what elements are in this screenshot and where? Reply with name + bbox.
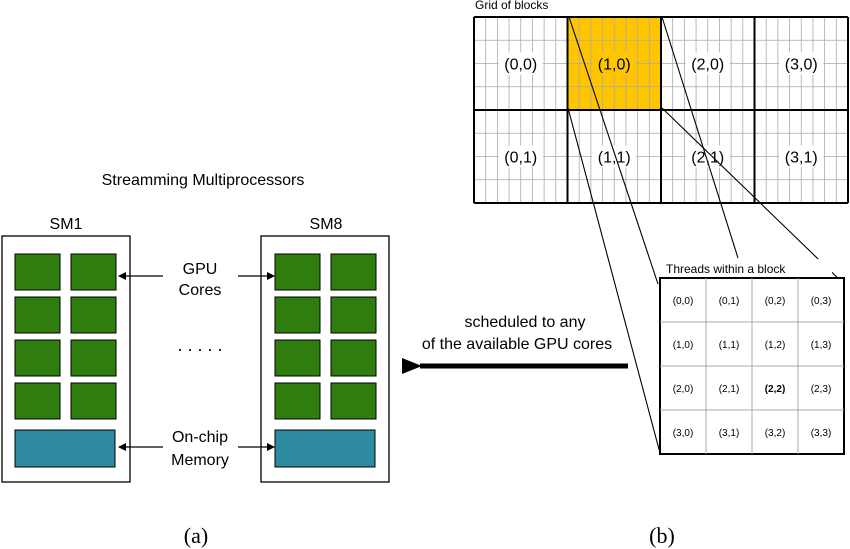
threads-grid: (0,0) (0,1) (0,2) (0,3) (1,0) (1,1) (1,2) (1,3)… <box>659 277 845 455</box>
caption-b: (b) <box>649 523 675 548</box>
sm1-box <box>1 235 131 483</box>
arrow-label-line1: scheduled to any <box>465 314 586 331</box>
zoom-line-1 <box>567 107 661 454</box>
on-chip-memory-block <box>14 429 116 468</box>
block-label-bg <box>685 52 730 75</box>
block-label-bg <box>498 52 543 75</box>
gpu-core <box>274 339 321 377</box>
gpu-core <box>330 382 377 420</box>
caption-a: (a) <box>184 523 208 548</box>
blocks-grid: (0,0) (1,0) (2,0) (3,0) (0,1) (1,1) (2,1) (3,1) <box>473 16 849 204</box>
sm8-label: SM8 <box>310 216 343 233</box>
block-label: (3,0) <box>785 57 818 74</box>
block-label: (2,0) <box>691 57 724 74</box>
thread-label: (2,3) <box>811 384 832 395</box>
gpu-core <box>330 296 377 334</box>
block-label: (0,0) <box>504 57 537 74</box>
zoom-line-4 <box>661 107 845 285</box>
threads-block-title: Threads within a block <box>666 262 786 276</box>
thread-label: (1,1) <box>719 340 740 351</box>
gpu-core <box>330 253 377 291</box>
sm-section-title: Streamming Multiprocessors <box>102 172 305 189</box>
zoom-line-2 <box>568 16 659 285</box>
thread-label: (0,0) <box>673 296 694 307</box>
gpu-core <box>14 253 61 291</box>
zoom-line-3 <box>661 16 739 259</box>
thread-label: (0,2) <box>765 296 786 307</box>
gpu-core <box>70 296 117 334</box>
block-label: (1,0) <box>598 57 631 74</box>
thread-label: (2,0) <box>673 384 694 395</box>
gpu-core <box>274 296 321 334</box>
block-label-bg <box>685 145 730 168</box>
block-label-bg <box>592 145 637 168</box>
gpu-cores-label-line2: Cores <box>179 282 222 299</box>
gpu-core <box>274 382 321 420</box>
fine-grid-lines <box>474 17 848 203</box>
gpu-core <box>14 296 61 334</box>
thread-label: (0,1) <box>719 296 740 307</box>
block-label: (2,1) <box>691 150 724 167</box>
gpu-core <box>14 339 61 377</box>
thread-label: (3,2) <box>765 428 786 439</box>
thread-label: (0,3) <box>811 296 832 307</box>
block-label-bg <box>592 52 637 75</box>
block-label-bg <box>498 145 543 168</box>
gpu-core <box>70 382 117 420</box>
thread-label: (2,1) <box>719 384 740 395</box>
thread-label: (1,0) <box>673 340 694 351</box>
on-chip-memory-block <box>274 429 376 468</box>
thread-label: (3,1) <box>719 428 740 439</box>
thread-label: (1,3) <box>811 340 832 351</box>
gpu-core <box>70 253 117 291</box>
arrow-label-line2: of the available GPU cores <box>422 336 612 353</box>
thread-label: (3,3) <box>811 428 832 439</box>
block-label: (1,1) <box>598 150 631 167</box>
sm1-label: SM1 <box>50 216 83 233</box>
block-label-bg <box>779 145 824 168</box>
block-label: (0,1) <box>504 150 537 167</box>
gpu-core <box>14 382 61 420</box>
gpu-cores-label-line1: GPU <box>183 261 218 278</box>
gpu-core <box>70 339 117 377</box>
block-label: (3,1) <box>785 150 818 167</box>
gpu-core <box>274 253 321 291</box>
thread-label: (2,2) <box>765 384 786 395</box>
memory-label-line1: On-chip <box>172 429 228 446</box>
thread-label: (1,2) <box>765 340 786 351</box>
sm8-box <box>260 235 390 483</box>
memory-label-line2: Memory <box>171 452 229 469</box>
ellipsis-dots: . . . . . <box>177 335 222 355</box>
gpu-core <box>330 339 377 377</box>
thread-label: (3,0) <box>673 428 694 439</box>
block-label-bg <box>779 52 824 75</box>
threads-title-bg <box>660 259 832 277</box>
grid-of-blocks-title: Grid of blocks <box>475 0 548 12</box>
